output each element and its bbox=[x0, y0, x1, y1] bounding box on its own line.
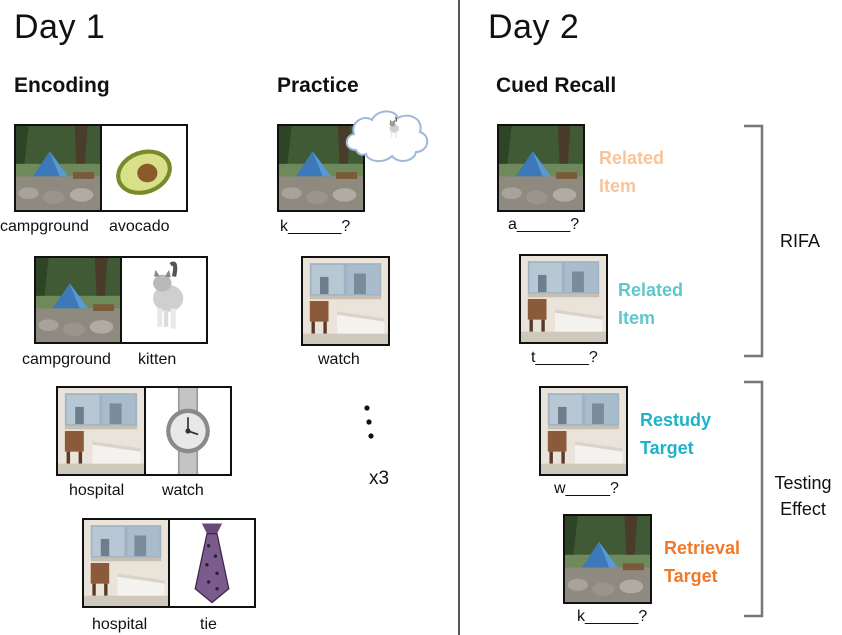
rifa-label: RIFA bbox=[770, 228, 830, 254]
recall-label: Restudy Target bbox=[640, 406, 711, 462]
hospital-image bbox=[539, 386, 628, 476]
recall-prompt: k______? bbox=[577, 608, 648, 625]
encoding-cue-label: hospital bbox=[69, 482, 125, 499]
cued-recall-heading: Cued Recall bbox=[496, 74, 617, 97]
hospital-image bbox=[301, 256, 390, 346]
practice-label: watch bbox=[318, 351, 360, 368]
bracket-label-line1: RIFA bbox=[779, 231, 820, 251]
kitten-image bbox=[120, 256, 208, 344]
bracket-label-line1: Testing bbox=[774, 473, 832, 493]
practice-heading: Practice bbox=[277, 74, 359, 97]
recall-label-line1: Related bbox=[599, 148, 665, 168]
campground-image bbox=[563, 514, 652, 604]
day1-title: Day 1 bbox=[14, 8, 106, 46]
recall-prompt: w_____? bbox=[554, 480, 619, 497]
recall-label: Retrieval Target bbox=[664, 534, 740, 590]
practice-prompt: k______? bbox=[280, 218, 351, 235]
encoding-target-label: watch bbox=[162, 482, 204, 499]
testing-effect-label: Testing Effect bbox=[768, 470, 838, 522]
recall-label-line1: Restudy bbox=[640, 410, 712, 430]
recall-label-line2: Item bbox=[599, 176, 637, 196]
encoding-target-label: kitten bbox=[138, 351, 177, 368]
day2-title: Day 2 bbox=[488, 8, 580, 46]
repeat-count: x3 bbox=[369, 468, 390, 489]
thought-bubble-icon bbox=[345, 110, 429, 162]
tie-image bbox=[168, 518, 256, 608]
recall-label-line1: Retrieval bbox=[664, 538, 741, 558]
recall-prompt: a______? bbox=[508, 216, 580, 233]
recall-label-line2: Target bbox=[664, 566, 718, 586]
encoding-cue-label: campground bbox=[22, 351, 111, 368]
hospital-image bbox=[519, 254, 608, 344]
bracket-label-line2: Effect bbox=[780, 499, 826, 519]
encoding-target-label: avocado bbox=[109, 218, 170, 235]
campground-image bbox=[497, 124, 585, 212]
encoding-heading: Encoding bbox=[14, 74, 110, 97]
day-divider bbox=[458, 0, 460, 635]
encoding-target-label: tie bbox=[200, 616, 217, 633]
encoding-cue-label: hospital bbox=[92, 616, 148, 633]
campground-image bbox=[14, 124, 102, 212]
recall-label: Related Item bbox=[599, 144, 664, 200]
campground-image bbox=[34, 256, 122, 344]
recall-prompt: t______? bbox=[531, 349, 598, 366]
recall-label-line2: Item bbox=[618, 308, 656, 328]
ellipsis-dots-icon bbox=[364, 405, 374, 439]
encoding-cue-label: campground bbox=[0, 218, 89, 235]
recall-label-line2: Target bbox=[640, 438, 694, 458]
recall-label-line1: Related bbox=[618, 280, 684, 300]
avocado-image bbox=[100, 124, 188, 212]
hospital-image bbox=[82, 518, 170, 608]
recall-label: Related Item bbox=[618, 276, 683, 332]
watch-image bbox=[144, 386, 232, 476]
hospital-image bbox=[56, 386, 146, 476]
testing-effect-bracket bbox=[744, 380, 764, 618]
rifa-bracket bbox=[744, 124, 764, 358]
